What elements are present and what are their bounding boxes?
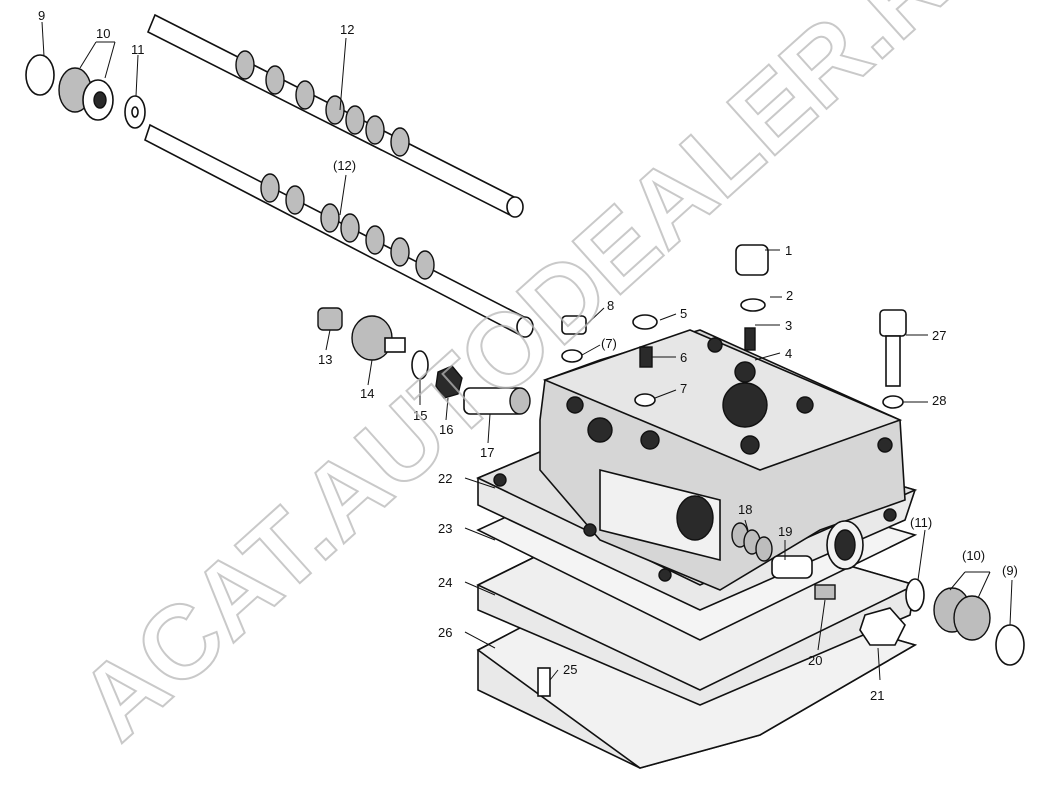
snap-ring-9-right: [995, 624, 1025, 666]
washer-28: [882, 395, 904, 409]
callout-1: 1: [785, 243, 792, 258]
callout-11-paren: (11): [910, 515, 932, 530]
pin-6: [639, 346, 653, 368]
o-ring-15: [411, 350, 429, 380]
callout-17: 17: [480, 445, 494, 460]
spool-shaft-12-lower: [144, 123, 534, 338]
sleeve-13: [317, 307, 343, 331]
plug-10: [58, 67, 114, 121]
leader-lines: [41, 21, 1013, 681]
callout-6: 6: [680, 350, 687, 365]
callout-24: 24: [438, 575, 452, 590]
callout-7: 7: [680, 381, 687, 396]
callout-28: 28: [932, 393, 946, 408]
callout-4: 4: [785, 346, 792, 361]
washer-11: [124, 95, 146, 129]
valve-14: [351, 315, 406, 361]
callout-26: 26: [438, 625, 452, 640]
callout-16: 16: [439, 422, 453, 437]
callout-10-paren: (10): [962, 548, 985, 563]
plug-1: [735, 244, 769, 276]
screw-3: [744, 327, 756, 351]
bolt-25: [537, 667, 551, 697]
callout-labels: 9 10 11 12 (12) 1 2 3 4 8 (7) 5 6 7 27 2…: [38, 8, 1018, 703]
callout-10: 10: [96, 26, 110, 41]
callout-7-paren: (7): [601, 336, 617, 351]
spring-18: [731, 522, 773, 562]
piston-19: [771, 555, 813, 579]
callout-3: 3: [785, 318, 792, 333]
plug-10-right: [933, 587, 991, 641]
washer-11-right: [905, 578, 925, 612]
callout-2: 2: [786, 288, 793, 303]
washer-7: [634, 393, 656, 407]
callout-13: 13: [318, 352, 332, 367]
callout-14: 14: [360, 386, 374, 401]
pin-20: [814, 584, 836, 600]
callout-23: 23: [438, 521, 452, 536]
bolt-27: [879, 309, 907, 387]
callout-22: 22: [438, 471, 452, 486]
plug-17: [463, 387, 531, 415]
callout-27: 27: [932, 328, 946, 343]
callout-15: 15: [413, 408, 427, 423]
nut-16: [435, 365, 463, 399]
screw-5: [632, 314, 658, 330]
plug-8: [561, 315, 587, 363]
callout-18: 18: [738, 502, 752, 517]
callout-20: 20: [808, 653, 822, 668]
callout-9-paren: (9): [1002, 563, 1018, 578]
callout-25: 25: [563, 662, 577, 677]
spool-shaft-12: [146, 13, 524, 218]
callout-9: 9: [38, 8, 45, 23]
valve-body-housing: [493, 329, 906, 591]
callout-21: 21: [870, 688, 884, 703]
washer-2: [740, 298, 766, 312]
callout-12: 12: [340, 22, 354, 37]
callout-5: 5: [680, 306, 687, 321]
snap-ring-9: [25, 54, 55, 96]
callout-12-paren: (12): [333, 158, 356, 173]
callout-8: 8: [607, 298, 614, 313]
callout-19: 19: [778, 524, 792, 539]
callout-11: 11: [131, 42, 145, 57]
plug-21: [859, 607, 906, 646]
